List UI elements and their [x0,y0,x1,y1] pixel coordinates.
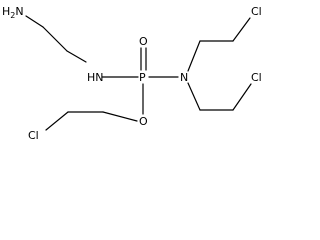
molecule-svg: H2N HN P O N O Cl Cl Cl [2,5,262,142]
bond-c1-c2 [42,26,68,52]
bond-cf-cl-left [45,111,69,131]
bond-n-cc [187,82,201,111]
atom-oxo-label: O [139,35,148,48]
bond-c2-c3 [66,50,87,63]
bond-cd-cl-lower [232,83,252,111]
atom-amide-n-label: N [180,71,188,84]
bonds [25,15,252,131]
bond-o-ce [102,111,138,122]
structure-diagram: H2N HN P O N O Cl Cl Cl [2,5,262,142]
bond-n-ca [187,40,201,72]
atom-ester-o-label: O [139,115,148,128]
bond-cb-cl-upper [232,17,251,42]
atom-chlorine-upper-label: Cl [251,5,262,18]
atom-amine-label: H2N [2,5,24,20]
atom-chlorine-lower-label: Cl [251,71,262,84]
atom-labels: H2N HN P O N O Cl Cl Cl [2,5,262,142]
atom-phosphorus-label: P [139,71,146,84]
atom-chlorine-left-label: Cl [28,129,39,142]
bond-amine-c1 [25,15,44,28]
atom-amide-nh-label: HN [87,71,104,84]
